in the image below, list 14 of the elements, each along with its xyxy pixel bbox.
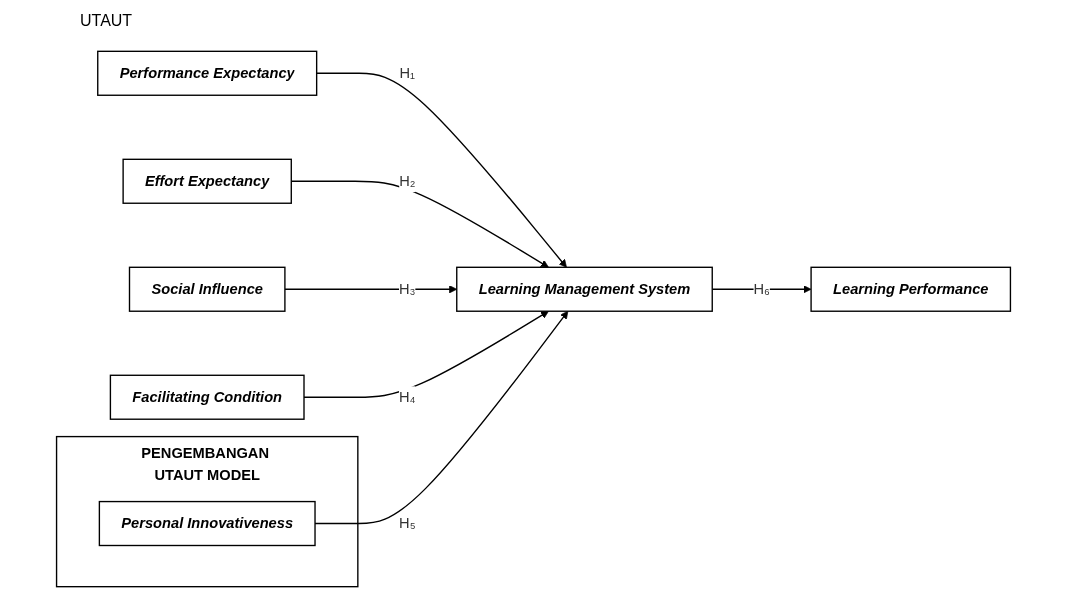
- node-box: Social Influence: [128, 266, 286, 312]
- node-box: Effort Expectancy: [122, 158, 292, 204]
- node-box: Learning Management System: [456, 266, 713, 312]
- node-box: Performance Expectancy: [97, 50, 318, 96]
- node-box: Learning Performance: [810, 266, 1012, 312]
- edge-label: H₅: [399, 515, 416, 531]
- edge-label: H₁: [399, 65, 416, 81]
- edge-label: H₂: [399, 173, 416, 189]
- node-box: Personal Innovativeness: [98, 500, 316, 547]
- edge-label: H₃: [399, 281, 416, 297]
- edge-label: H₄: [399, 389, 416, 405]
- group-label: UTAUT: [80, 12, 133, 30]
- edge-label: H₆: [753, 281, 770, 297]
- node-box: Facilitating Condition: [109, 374, 305, 420]
